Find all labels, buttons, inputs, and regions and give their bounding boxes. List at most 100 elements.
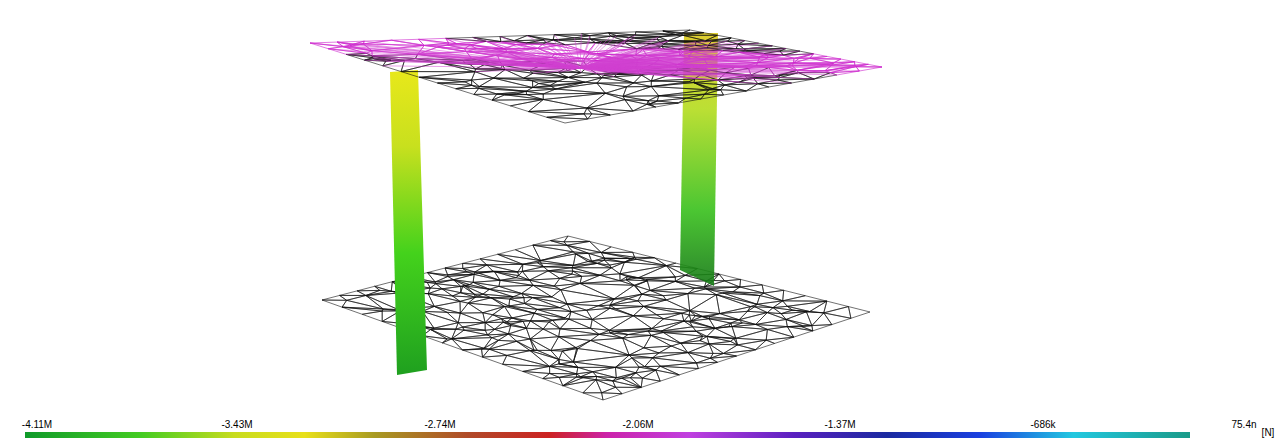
- mesh-element: [533, 84, 551, 88]
- mesh-element: [342, 300, 383, 309]
- mesh-element: [505, 95, 543, 100]
- load-line: [580, 68, 758, 84]
- mesh-element: [465, 285, 489, 290]
- mesh-element: [357, 286, 380, 291]
- load-line: [580, 41, 712, 68]
- mesh-element: [527, 35, 554, 40]
- mesh-element: [559, 351, 574, 362]
- mesh-element: [636, 370, 656, 378]
- mesh-element: [581, 33, 608, 36]
- mesh-element: [707, 336, 736, 338]
- mesh-element: [445, 263, 463, 268]
- tick-label: -686k: [1029, 419, 1056, 431]
- mesh-element: [666, 294, 690, 311]
- mesh-element: [530, 350, 559, 359]
- mesh-element: [709, 344, 723, 353]
- mesh-element: [675, 281, 706, 287]
- mesh-element: [601, 252, 634, 258]
- mesh-element: [401, 72, 475, 78]
- mesh-element: [428, 294, 460, 307]
- mesh-element: [696, 328, 715, 336]
- mesh-element: [510, 298, 525, 304]
- mesh-element: [623, 87, 659, 97]
- mesh-element: [526, 328, 543, 339]
- mesh-element: [458, 313, 485, 323]
- load-line: [580, 36, 590, 68]
- mesh-element: [767, 327, 793, 338]
- mesh-element: [550, 366, 578, 373]
- mesh-element: [709, 319, 739, 323]
- mesh-element: [463, 349, 483, 357]
- mesh-element: [824, 313, 851, 325]
- load-line: [517, 45, 580, 68]
- load-line: [580, 68, 825, 71]
- mesh-element: [690, 311, 720, 317]
- load-line: [466, 52, 580, 68]
- mesh-element: [740, 285, 764, 293]
- mesh-element: [562, 349, 576, 362]
- mesh-element: [812, 313, 832, 326]
- mesh-element: [824, 307, 851, 319]
- mesh-element: [560, 319, 591, 329]
- mesh-element: [523, 321, 530, 328]
- mesh-element: [489, 340, 516, 349]
- mesh-element: [629, 353, 659, 358]
- mesh-element: [627, 83, 652, 87]
- mesh-element: [587, 108, 610, 115]
- mesh-element: [533, 298, 567, 308]
- mesh-element: [519, 271, 530, 280]
- mesh-element: [485, 329, 494, 335]
- mesh-element: [779, 70, 799, 75]
- mesh-element: [491, 298, 509, 307]
- load-line: [366, 53, 580, 68]
- mesh-element: [366, 290, 391, 295]
- mesh-element: [550, 236, 568, 242]
- mesh-element: [530, 321, 548, 329]
- mesh-element: [694, 83, 725, 89]
- mesh-element: [487, 264, 523, 272]
- mesh-element: [593, 367, 617, 377]
- mesh-element: [452, 338, 492, 349]
- mesh-element: [522, 271, 548, 280]
- mesh-element: [587, 108, 633, 115]
- mesh-element: [430, 284, 442, 289]
- mesh-element: [442, 286, 461, 292]
- load-line: [580, 68, 780, 78]
- mesh-element: [764, 290, 784, 301]
- mesh-element: [427, 282, 436, 284]
- mesh-element: [696, 331, 707, 336]
- mesh-element: [489, 286, 521, 293]
- mesh-element: [758, 83, 792, 87]
- mesh-element: [721, 90, 747, 95]
- mesh-element: [474, 94, 497, 100]
- mesh-element: [716, 295, 750, 314]
- mesh-element: [691, 317, 709, 321]
- mesh-element: [468, 298, 504, 307]
- load-line: [580, 68, 798, 73]
- mesh-element: [463, 327, 486, 330]
- mesh-element: [499, 285, 533, 293]
- load-line: [364, 41, 580, 68]
- mesh-element: [543, 377, 563, 385]
- mesh-element: [573, 254, 588, 266]
- mesh-element: [362, 311, 382, 321]
- mesh-element: [786, 312, 812, 326]
- mesh-element: [533, 245, 573, 252]
- mesh-element: [559, 377, 576, 386]
- mesh-element: [526, 89, 556, 94]
- mesh-element: [663, 31, 683, 34]
- mesh-element: [746, 84, 769, 91]
- mesh-element: [707, 328, 736, 338]
- load-line: [514, 41, 580, 68]
- mesh-element: [702, 314, 719, 317]
- load-line: [580, 58, 799, 68]
- mesh-element: [492, 334, 509, 340]
- mesh-element: [517, 339, 534, 350]
- mesh-element: [589, 253, 605, 261]
- mesh-element: [465, 286, 489, 294]
- mesh-element: [783, 290, 806, 301]
- mesh-element: [452, 293, 475, 298]
- mesh-element: [427, 268, 447, 275]
- mesh-element: [723, 345, 755, 354]
- mesh-element: [614, 285, 642, 299]
